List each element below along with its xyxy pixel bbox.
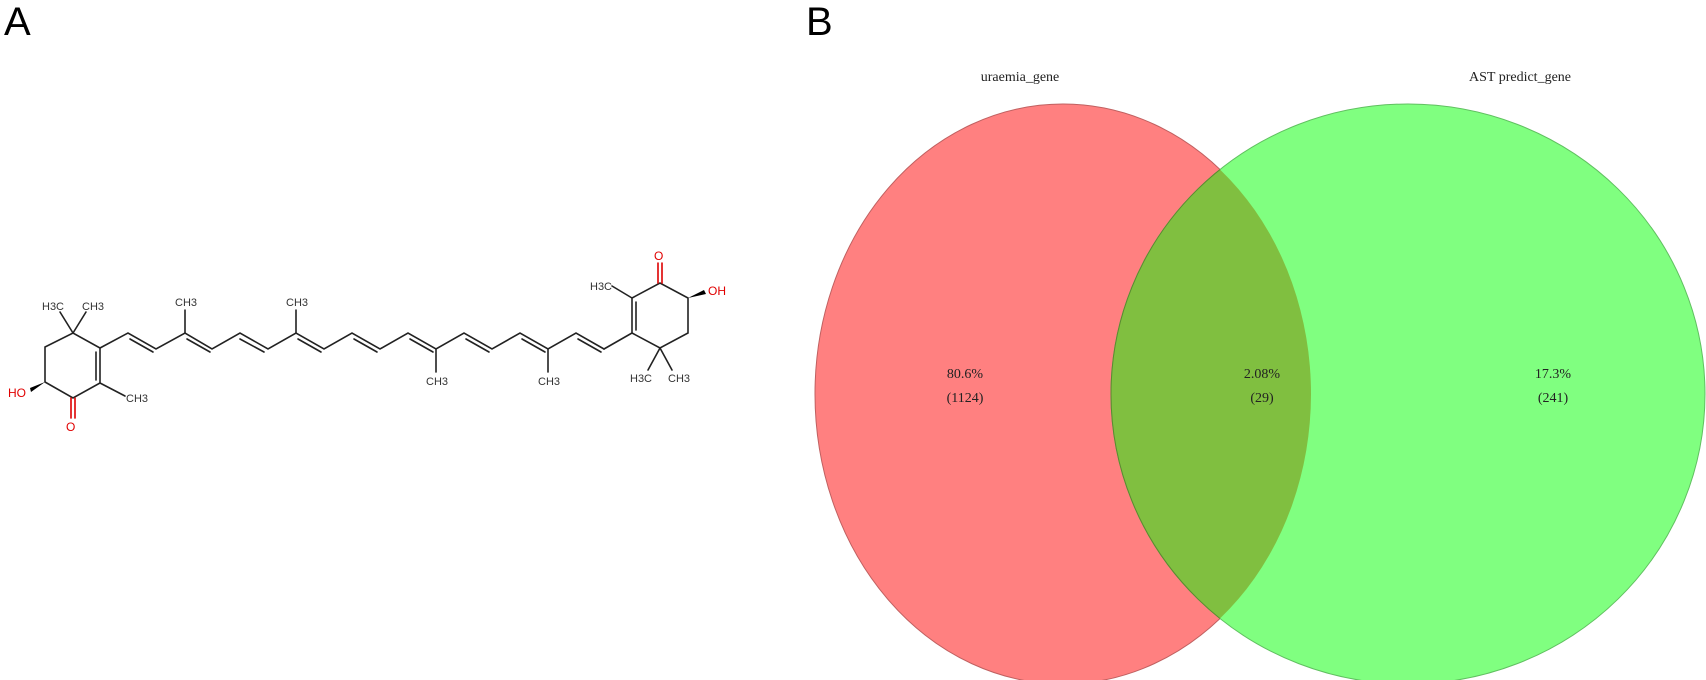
- atom-label: CH3: [286, 297, 308, 309]
- venn-circle-uraemia: [814, 103, 1312, 680]
- atom-label: H3C: [630, 373, 652, 385]
- region-right-count: (241): [1538, 391, 1569, 406]
- atom-label-hydroxyl: HO: [8, 386, 26, 400]
- region-intersection-percent: 2.08%: [1244, 367, 1281, 382]
- panel-label-b: B: [806, 0, 833, 44]
- atom-label: H3C: [590, 281, 612, 293]
- atom-label: CH3: [175, 297, 197, 309]
- region-left-percent: 80.6%: [947, 367, 984, 382]
- right-wedge-bond: [688, 290, 706, 298]
- atom-label: CH3: [426, 376, 448, 388]
- left-wedge-bond: [30, 382, 45, 392]
- atom-label: CH3: [668, 373, 690, 385]
- right-ring: [603, 282, 689, 350]
- atom-label: CH3: [538, 376, 560, 388]
- set-label-ast-predict: AST predict_gene: [1469, 70, 1571, 85]
- atom-label-oxygen: O: [654, 249, 663, 263]
- atom-label: CH3: [126, 393, 148, 405]
- atom-label-oxygen: O: [66, 420, 75, 434]
- region-left-count: (1124): [947, 391, 984, 406]
- region-right-percent: 17.3%: [1535, 367, 1572, 382]
- atom-label-hydroxyl: OH: [708, 284, 726, 298]
- atom-label: H3C: [42, 301, 64, 313]
- region-intersection-count: (29): [1250, 391, 1274, 406]
- venn-intersection: [1110, 104, 1311, 680]
- atom-label: CH3: [82, 301, 104, 313]
- panel-label-a: A: [4, 0, 31, 44]
- molecule-structure: H3C CH3 CH3 CH3 CH3 CH3 CH3 H3C H3C CH3 …: [8, 249, 726, 434]
- set-label-uraemia: uraemia_gene: [981, 70, 1060, 85]
- venn-circle-ast-predict: [1110, 103, 1706, 680]
- left-ring: [44, 332, 101, 399]
